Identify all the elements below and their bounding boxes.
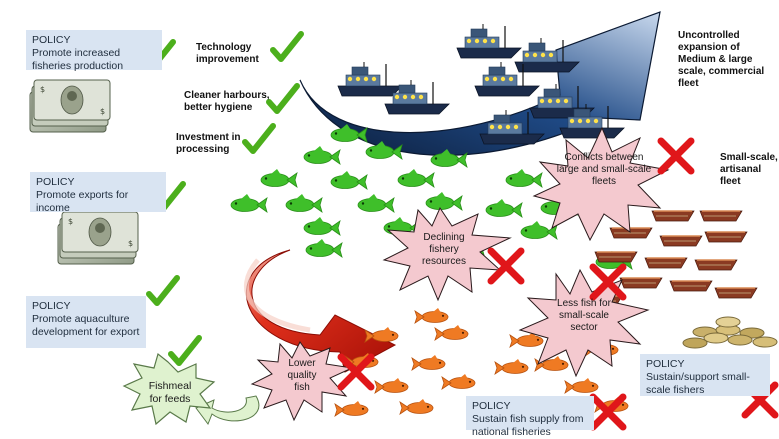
declining-burst xyxy=(382,206,512,302)
commercial-fleet-label: Uncontrolled expansion of Medium & large… xyxy=(678,30,765,89)
policy-exports-text: Promote exports for income xyxy=(36,189,129,214)
money-stack-2 xyxy=(57,211,139,265)
check-mark-processing xyxy=(245,126,273,151)
policy-exports-title: POLICY xyxy=(36,176,75,188)
cross-mark-conflicts xyxy=(661,141,691,171)
fishmeal-return-arrow xyxy=(195,395,260,426)
less-fish-burst xyxy=(518,268,650,378)
commercial-ship-3 xyxy=(456,23,522,59)
policy-small-scale-text: Sustain/support small-scale fishers xyxy=(646,371,750,396)
policy-aquaculture-text: Promote aquaculture development for expo… xyxy=(32,313,140,338)
check-mark-fishmeal xyxy=(171,338,199,363)
declining-text: Declining fishery resources xyxy=(422,232,466,267)
policy-national-title: POLICY xyxy=(472,400,511,412)
less-fish-text: Less fish for small-scale sector xyxy=(557,298,611,333)
policy-small-scale-title: POLICY xyxy=(646,358,685,370)
conflicts-text: Conflicts between large and small-scale … xyxy=(556,152,652,187)
lower-quality-burst xyxy=(250,341,354,422)
lower-quality-text: Lower quality fish xyxy=(287,358,317,393)
coins-pile xyxy=(682,316,778,349)
policy-national-box: POLICY Sustain fish supply from national… xyxy=(466,396,594,438)
fishmeal-shape xyxy=(122,352,216,426)
artisanal-fleet-label: Small-scale, artisanal fleet xyxy=(720,152,778,187)
policy-aquaculture-title: POLICY xyxy=(32,300,71,312)
policy-small-scale-box: POLICY Sustain/support small-scale fishe… xyxy=(640,354,770,396)
benefit-harbours-label: Cleaner harbours, better hygiene xyxy=(184,90,270,113)
policy-national-text: Sustain fish supply from national fisher… xyxy=(472,413,584,438)
commercial-ship-2 xyxy=(384,79,450,115)
policy-aquaculture-box: POLICY Promote aquaculture development f… xyxy=(26,296,146,348)
check-mark-technology xyxy=(273,34,301,59)
money-stack-1 xyxy=(29,79,111,133)
commercial-ship-1 xyxy=(337,61,403,97)
check-mark-policy-aquaculture xyxy=(149,278,177,303)
policy-increase-text: Promote increased fisheries production xyxy=(32,47,124,72)
policy-increase-box: POLICY Promote increased fisheries produ… xyxy=(26,30,162,72)
conflicts-burst xyxy=(532,126,670,242)
policy-increase-title: POLICY xyxy=(32,34,71,46)
benefit-processing-label: Investment in processing xyxy=(176,132,241,155)
benefit-technology-label: Technology improvement xyxy=(196,42,259,65)
policy-exports-box: POLICY Promote exports for income xyxy=(30,172,166,214)
fishmeal-text: Fishmeal for feeds xyxy=(148,380,192,405)
